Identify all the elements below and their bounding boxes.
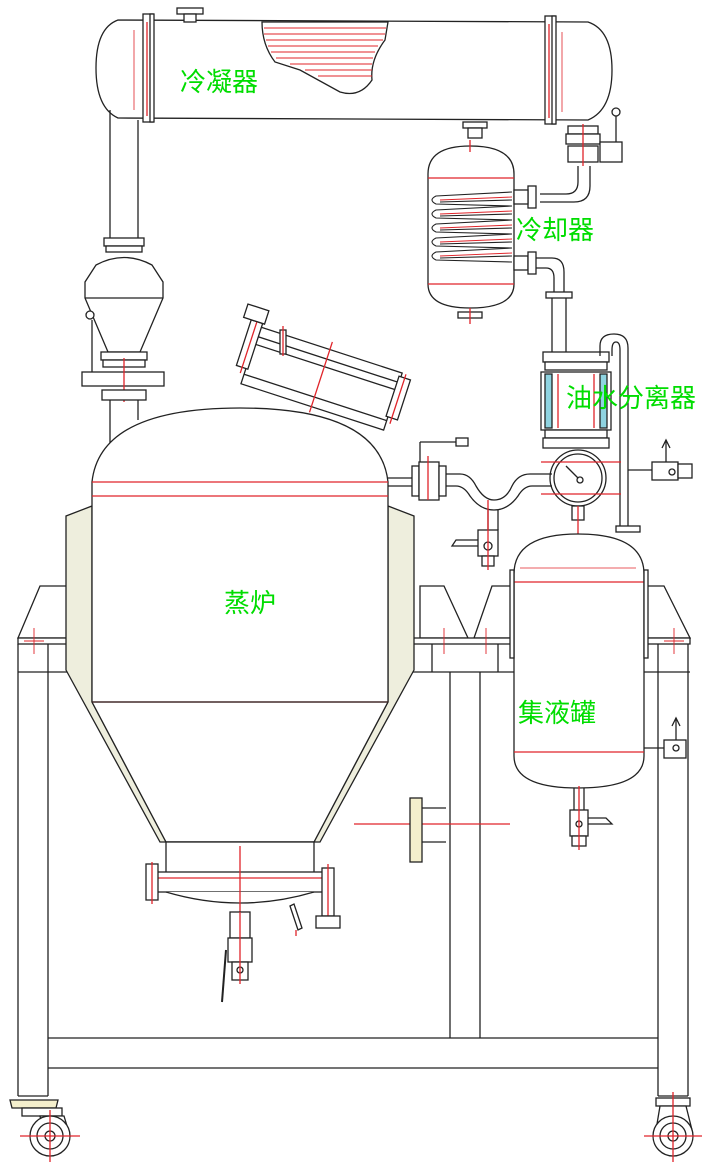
collection-tank (509, 533, 687, 850)
hinge-bolt (279, 326, 287, 356)
boiler (65, 407, 510, 1003)
separator-label: 油水分离器 (566, 384, 697, 414)
condenser-label: 冷凝器 (180, 68, 259, 98)
caster-left (9, 1099, 80, 1162)
caster-right (644, 1092, 702, 1162)
collector-label: 集液罐 (518, 699, 597, 729)
cooler (427, 140, 591, 324)
cooler-label: 冷却器 (516, 216, 595, 246)
manhole-cover (235, 303, 412, 431)
vapor-pipe (81, 110, 165, 444)
boiler-label: 蒸炉 (224, 589, 277, 619)
condenser (95, 7, 623, 166)
oil-water-separator (540, 298, 693, 540)
